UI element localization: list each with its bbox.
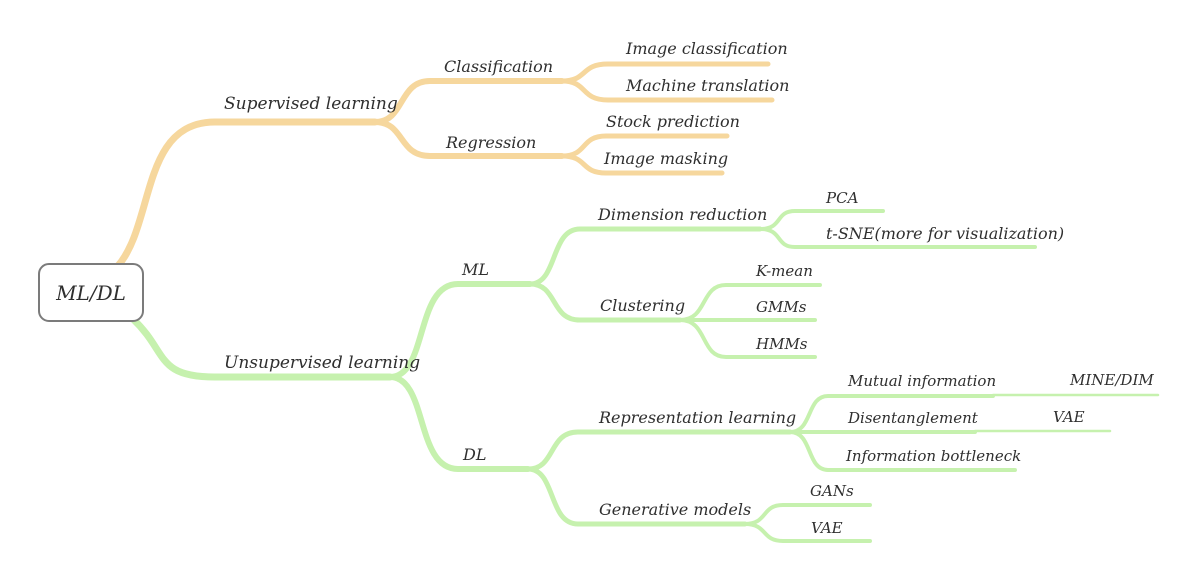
branch-ml-to-dimension-reduction (527, 226, 763, 287)
node-mutual-information[interactable]: Mutual information (848, 372, 997, 390)
node-hmms[interactable]: HMMs (756, 335, 808, 353)
branch-clustering-to-hmms (678, 318, 817, 359)
node-vae-disentanglement[interactable]: VAE (1053, 408, 1085, 426)
branch-unsupervised-to-dl (387, 374, 531, 472)
node-image-classification[interactable]: Image classification (626, 39, 788, 58)
node-dl[interactable]: DL (463, 445, 487, 464)
branch-supervised-to-classification (372, 78, 565, 125)
node-dimension-reduction[interactable]: Dimension reduction (598, 205, 768, 224)
node-vae-generative[interactable]: VAE (811, 519, 843, 537)
node-tsne[interactable]: t-SNE(more for visualization) (826, 224, 1065, 243)
branch-supervised-to-regression (372, 119, 565, 159)
root-node-label: ML/DL (56, 280, 126, 305)
branch-representation-to-information-bottleneck (788, 430, 1017, 472)
node-supervised-learning[interactable]: Supervised learning (224, 94, 398, 114)
node-kmean[interactable]: K-mean (756, 262, 813, 280)
node-information-bottleneck[interactable]: Information bottleneck (846, 447, 1022, 465)
branch-ml-to-clustering (527, 281, 683, 323)
node-clustering[interactable]: Clustering (600, 296, 686, 315)
node-unsupervised-learning[interactable]: Unsupervised learning (224, 353, 421, 373)
node-regression[interactable]: Regression (446, 133, 537, 152)
branch-generative-to-vae (743, 522, 872, 543)
node-image-masking[interactable]: Image masking (604, 149, 729, 168)
branch-dl-to-generative-models (525, 466, 748, 527)
node-stock-prediction[interactable]: Stock prediction (606, 112, 740, 131)
branch-classification-to-machine-translation (559, 78, 775, 103)
branch-regression-to-image-masking (559, 153, 725, 176)
node-pca[interactable]: PCA (826, 189, 859, 207)
branch-dimension-reduction-to-tsne (758, 227, 1037, 249)
node-generative-models[interactable]: Generative models (599, 500, 752, 519)
node-gans[interactable]: GANs (810, 482, 854, 500)
node-ml[interactable]: ML (462, 260, 490, 279)
branch-unsupervised-to-ml (387, 281, 533, 380)
branch-root-to-supervised (113, 118, 379, 271)
node-machine-translation[interactable]: Machine translation (626, 76, 790, 95)
branch-dl-to-representation-learning (525, 429, 793, 472)
node-representation-learning[interactable]: Representation learning (599, 408, 797, 427)
branch-root-to-unsupervised (129, 315, 394, 381)
root-node-ml-dl[interactable]: ML/DL (38, 263, 144, 322)
branch-generative-to-gans (743, 503, 872, 526)
node-classification[interactable]: Classification (444, 57, 554, 76)
node-mine-dim[interactable]: MINE/DIM (1070, 371, 1154, 389)
node-disentanglement[interactable]: Disentanglement (848, 409, 978, 427)
node-gmms[interactable]: GMMs (756, 298, 807, 316)
